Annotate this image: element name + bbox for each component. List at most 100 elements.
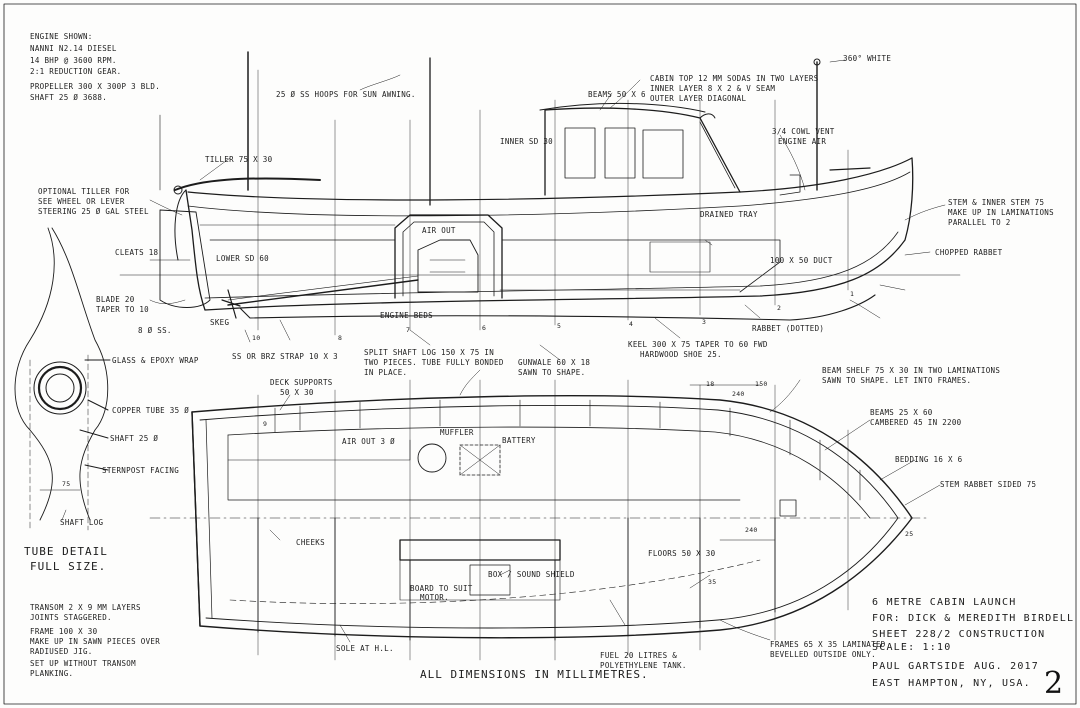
- note-sternpost: Sternpost facing: [102, 466, 180, 475]
- note-board-2: motor.: [420, 593, 449, 602]
- note-stem-2: make up in laminations: [948, 208, 1054, 217]
- title-for: For: Dick & Meredith Birdell: [872, 613, 1075, 624]
- note-air-out-top: Air out: [422, 226, 456, 235]
- tube-detail-title-2: full size.: [30, 560, 107, 573]
- dim-35: 35: [708, 578, 717, 586]
- note-transom-2: joints staggered.: [30, 613, 112, 622]
- note-chopped-rabbet: Chopped rabbet: [935, 248, 1003, 257]
- engine-heading: Engine shown:: [30, 32, 93, 41]
- title-designer: Paul Gartside: [872, 661, 966, 672]
- cabin-window-1: [564, 127, 596, 179]
- tube-detail: [14, 227, 111, 531]
- note-keel-1: Keel 300 x 75 taper to 60 fwd: [628, 340, 768, 349]
- note-frame-2: make up in sawn pieces over: [30, 637, 161, 646]
- station-1: 1: [850, 290, 855, 298]
- engine-model: Nanni N2.14 Diesel: [30, 44, 117, 53]
- note-deck-supports-2: 50 x 30: [280, 388, 314, 397]
- note-frames-laminated-1: Frames 65 x 35 laminated: [770, 640, 886, 649]
- note-beams-plan-1: Beams 25 x 60: [870, 408, 933, 417]
- note-stem-3: parallel to 2: [948, 218, 1011, 227]
- title-scale: Scale: 1:10: [872, 642, 952, 653]
- note-drained-tray: Drained tray: [700, 210, 758, 219]
- note-beam-shelf-1: Beam shelf 75 x 30 in two laminations: [822, 366, 1001, 375]
- shaft-section: [45, 373, 75, 403]
- cabin-window-2: [604, 127, 636, 179]
- note-rabbet: Rabbet (dotted): [752, 324, 825, 333]
- note-frames-laminated-2: bevelled outside only.: [770, 650, 876, 659]
- note-mast-light: 360° white: [843, 54, 892, 63]
- cabin-outline: [544, 107, 741, 196]
- note-shaft-log-1: Split shaft log 150 x 75 in: [364, 348, 495, 357]
- note-skeg: Skeg: [210, 318, 230, 327]
- dim-150: 150: [755, 380, 768, 388]
- rudder: [159, 209, 211, 308]
- plan-station-lines: [257, 379, 849, 661]
- note-strap: SS or BRZ strap 10 x 3: [232, 352, 338, 361]
- note-cheeks: Cheeks: [296, 538, 325, 547]
- keel: [239, 294, 876, 321]
- note-cabin-top-3: Outer layer diagonal: [650, 94, 747, 103]
- note-hoops: 25 ø SS hoops for sun awning.: [276, 90, 416, 99]
- note-muffler: Muffler: [440, 428, 474, 437]
- note-keel-2: hardwood shoe 25.: [640, 350, 722, 359]
- tiller: [174, 177, 321, 191]
- note-battery: Battery: [502, 436, 536, 445]
- note-fuel-1: Fuel 20 litres &: [600, 651, 678, 660]
- title-sheet: Sheet 228/2 Construction: [872, 629, 1046, 640]
- note-floors: Floors 50 x 30: [648, 549, 716, 558]
- plan-leader-lines: [269, 369, 941, 643]
- cabin-window-3: [642, 129, 684, 179]
- note-frame-3: radiused jig.: [30, 647, 93, 656]
- note-cabin-top-2: Inner layer 8 x 2 & V seam: [650, 84, 776, 93]
- engine: [417, 239, 479, 293]
- note-frame-1: Frame 100 x 30: [30, 627, 98, 636]
- note-fuel-2: polyethylene tank.: [600, 661, 687, 670]
- muffler: [417, 443, 447, 473]
- station-5: 5: [557, 322, 562, 330]
- plan-transom: [191, 411, 201, 627]
- station-8: 8: [338, 334, 343, 342]
- sheer-line: [187, 157, 913, 201]
- engine-propeller: Propeller 300 x 300P 3 BLD.: [30, 82, 161, 91]
- note-shaft-log-2: two pieces. Tube fully bonded: [364, 358, 504, 367]
- station-4: 4: [629, 320, 634, 328]
- station-7: 7: [406, 326, 411, 334]
- note-transom-1: Transom 2 x 9 mm layers: [30, 603, 141, 612]
- note-air-out-3: Air out 3 ø: [342, 437, 395, 446]
- sheet-border: [3, 3, 1077, 705]
- note-sole: Sole at H.L.: [336, 644, 394, 653]
- profile-station-lines: [257, 69, 849, 336]
- dim-25: 25: [905, 530, 914, 538]
- note-beams-plan-2: cambered 45 in 2200: [870, 418, 962, 427]
- profile-leader-lines: [149, 59, 946, 361]
- note-box-sound: Box / sound shield: [488, 570, 575, 579]
- note-gunwale-2: sawn to shape.: [518, 368, 586, 377]
- note-cabin-top-1: Cabin top 12 mm sodas in two layers: [650, 74, 819, 83]
- station-10: 10: [252, 334, 261, 342]
- note-deck-supports-1: Deck supports: [270, 378, 333, 387]
- title-name: 6 Metre Cabin Launch: [872, 597, 1017, 608]
- title-date: Aug. 2017: [974, 661, 1039, 672]
- note-stem-rabbet: Stem rabbet sided 75: [940, 480, 1037, 489]
- note-shaft-log-3: in place.: [364, 368, 408, 377]
- note-frame-5: planking.: [30, 669, 74, 678]
- note-shaft-log-label: Shaft log: [60, 518, 104, 527]
- note-optional-tiller-2: see wheel or lever: [38, 197, 125, 206]
- note-dimensions: All dimensions in millimetres.: [420, 668, 649, 681]
- dim-75: 75: [62, 480, 71, 488]
- plan-dimension-lines: [689, 384, 776, 589]
- note-engine-beds: Engine beds: [380, 311, 433, 320]
- note-stem-1: Stem & inner stem 75: [948, 198, 1045, 207]
- propeller: [221, 289, 241, 319]
- plan-deck-beams: [274, 399, 861, 501]
- plan-view: [149, 369, 941, 661]
- propeller-shaft: [227, 279, 419, 306]
- station-2: 2: [777, 304, 782, 312]
- note-board-1: Board to suit: [410, 584, 473, 593]
- note-beam-shelf-2: sawn to shape. Let into frames.: [822, 376, 972, 385]
- note-cleats: Cleats 18: [115, 248, 159, 257]
- copper-tube: [33, 361, 87, 415]
- note-blade-1: Blade 20: [96, 295, 135, 304]
